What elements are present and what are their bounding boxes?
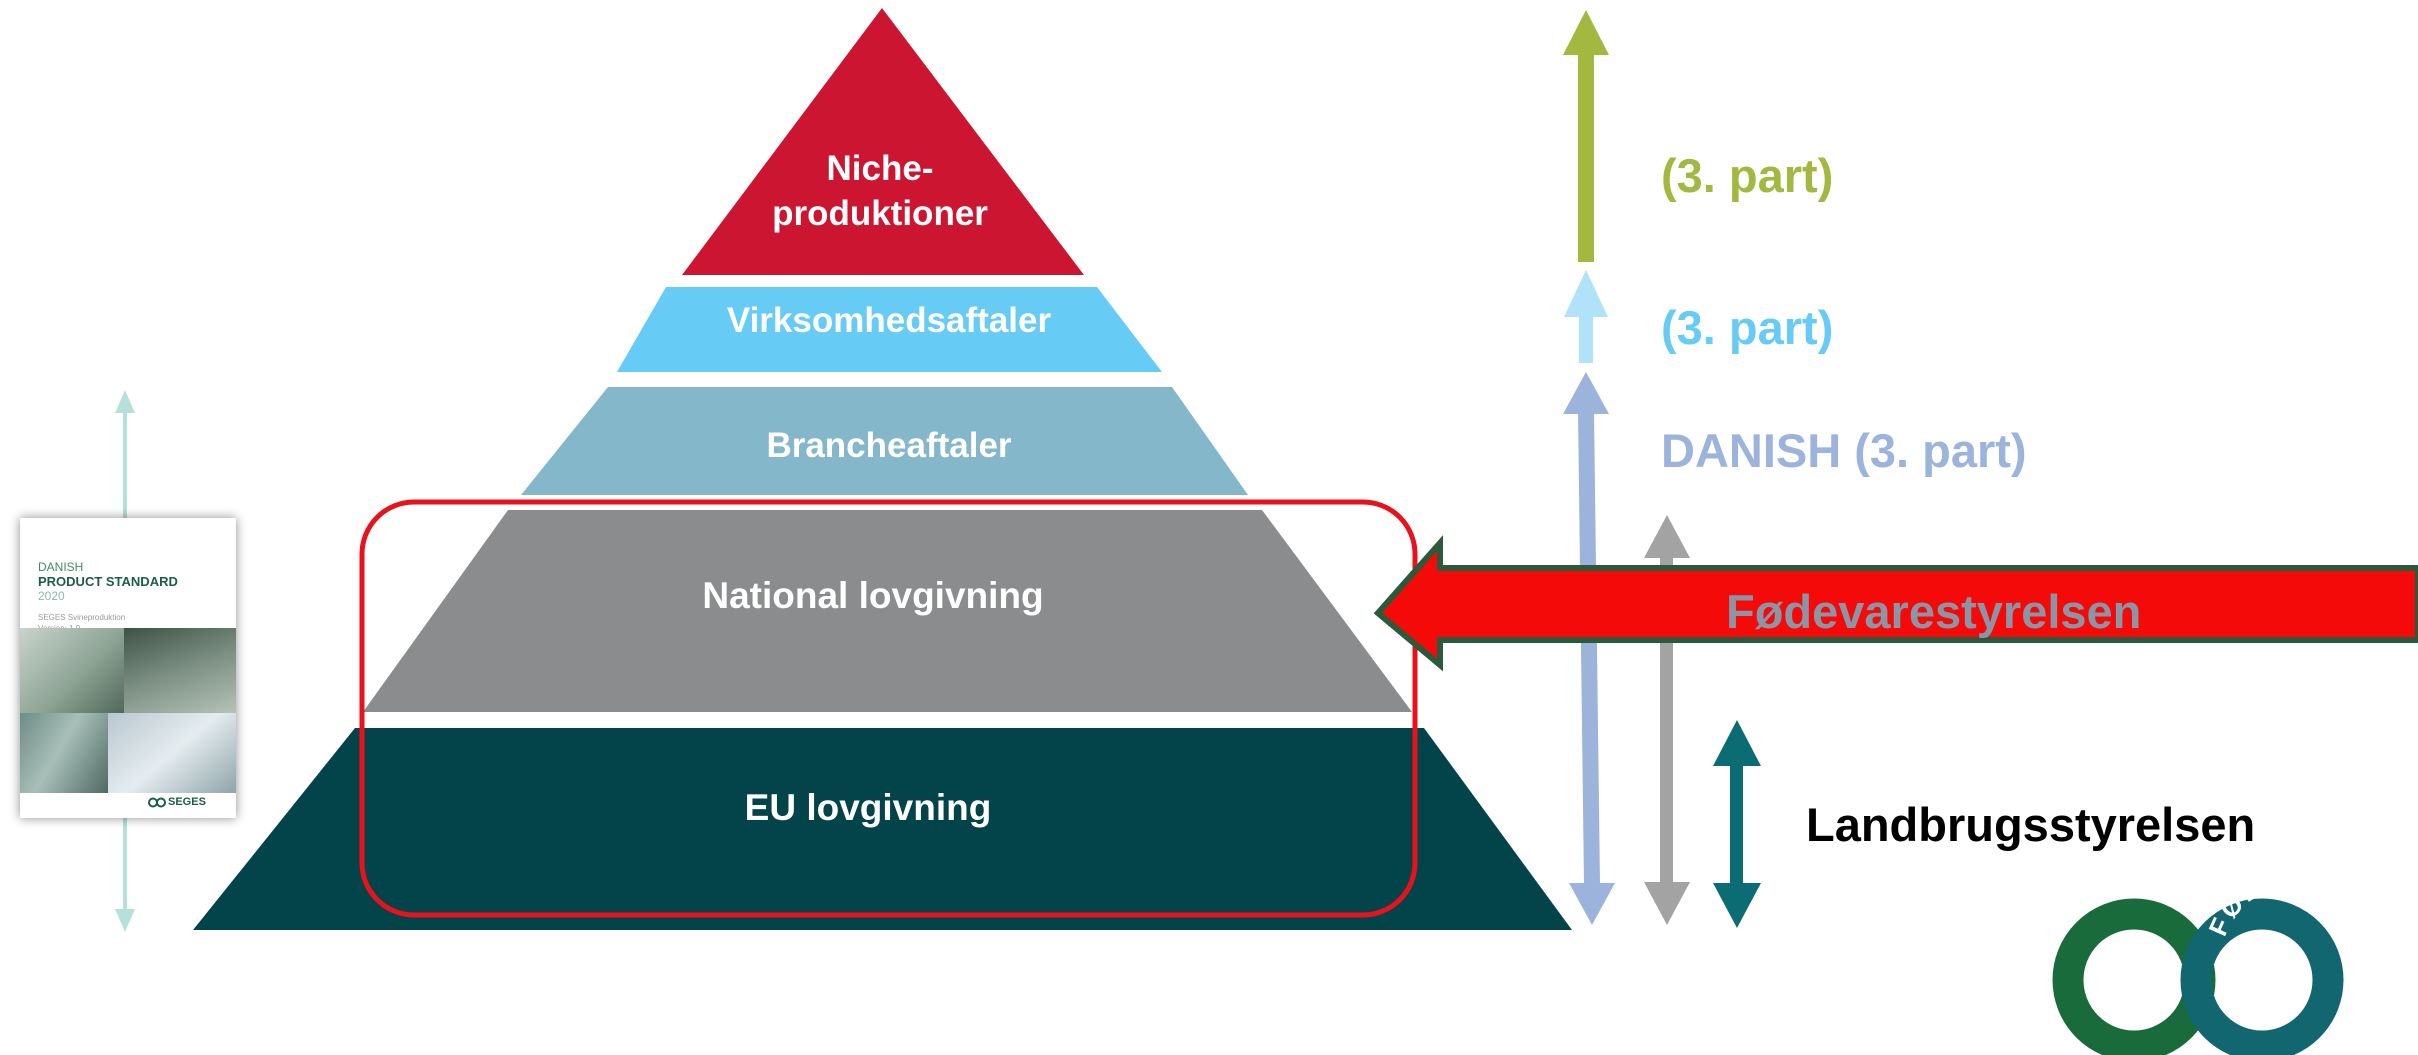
pyramid-label-national: National lovgivning bbox=[702, 575, 1043, 616]
label-niche-3-part: (3. part) bbox=[1661, 149, 1834, 202]
cover-photo-barn bbox=[124, 628, 236, 713]
cover-line-danish: DANISH bbox=[38, 560, 84, 574]
label-danish-3-part: DANISH (3. part) bbox=[1661, 424, 2027, 477]
label-landbrugsstyrelsen: Landbrugsstyrelsen bbox=[1806, 798, 2256, 851]
cover-photo-pigs bbox=[20, 713, 108, 793]
pyramid-level-national bbox=[363, 510, 1412, 712]
arrow-up-virksomhed bbox=[1564, 270, 1608, 363]
pyramid-label-branche: Brancheaftaler bbox=[766, 426, 1011, 465]
cover-line-year: 2020 bbox=[38, 589, 65, 603]
pyramid-label-niche-line1: Niche- bbox=[827, 149, 934, 188]
cover-line-publisher: SEGES Svineproduktion bbox=[38, 613, 126, 622]
pyramid-level-niche bbox=[682, 8, 1084, 275]
pyramid-label-niche-line2: produktioner bbox=[772, 194, 988, 233]
cover-logo-seges: SEGES bbox=[168, 796, 206, 808]
double-arrow-danish bbox=[1563, 372, 1615, 925]
red-pointer-arrow-icon bbox=[1373, 535, 2418, 672]
pyramid-level-eu bbox=[193, 728, 1572, 930]
arrow-up-niche bbox=[1563, 10, 1609, 262]
seges-logo-icon bbox=[148, 797, 166, 808]
danish-product-standard-cover: DANISH PRODUCT STANDARD 2020 SEGES Svine… bbox=[20, 518, 236, 818]
legislation-highlight-frame bbox=[359, 499, 1418, 918]
pyramid: Niche- produktioner Virksomhedsaftaler B… bbox=[193, 8, 1572, 930]
pyramid-level-virksomhed bbox=[617, 287, 1162, 372]
pyramid-label-eu: EU lovgivning bbox=[745, 787, 992, 828]
label-virksomhed-3-part: (3. part) bbox=[1661, 301, 1834, 354]
label-fodevarestyrelsen: Fødevarestyrelsen bbox=[1726, 585, 2142, 638]
cover-line-product-standard: PRODUCT STANDARD bbox=[38, 574, 178, 589]
cover-photo-people bbox=[20, 628, 124, 713]
landbrug-fodevarer-logo: LANDBRUG FØDEVARER bbox=[2027, 862, 2384, 1055]
cover-photo-truck bbox=[108, 713, 236, 793]
pyramid-label-virksomhed: Virksomhedsaftaler bbox=[727, 301, 1052, 340]
double-arrow-landbrugsstyrelsen bbox=[1713, 720, 1761, 928]
pyramid-level-branche bbox=[521, 387, 1248, 495]
right-arrows bbox=[1563, 10, 1761, 928]
